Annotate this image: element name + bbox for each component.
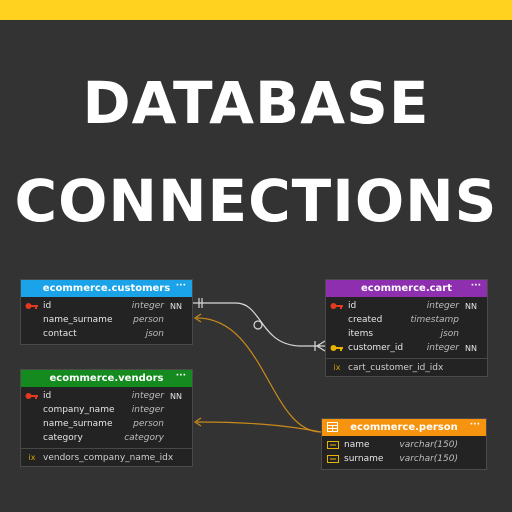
column-row[interactable]: name_surname person: [21, 417, 192, 431]
table-header-vendors[interactable]: ecommerce.vendors ···: [21, 370, 192, 387]
one-marker: [198, 298, 203, 308]
index-row[interactable]: ix cart_customer_id_idx: [326, 359, 487, 376]
column-type: varchar(150): [399, 440, 458, 450]
not-null-flag: NN: [465, 343, 477, 353]
reference-arrow-vendors: [193, 417, 202, 427]
table-cart[interactable]: ecommerce.cart ··· id integer NN created…: [325, 279, 488, 377]
foreign-key-icon: [326, 344, 348, 352]
column-type: integer: [131, 301, 164, 311]
table-person[interactable]: ecommerce.person ··· name varchar(150) s…: [321, 418, 487, 470]
table-title: ecommerce.cart: [360, 283, 453, 294]
column-type: timestamp: [410, 315, 459, 325]
table-customers[interactable]: ecommerce.customers ··· id integer NN na…: [20, 279, 193, 345]
column-name: category: [43, 433, 83, 443]
column-row[interactable]: contact json: [21, 327, 192, 341]
column-row[interactable]: id integer NN: [21, 389, 192, 403]
column-name: id: [348, 301, 357, 311]
column-name: contact: [43, 329, 77, 339]
not-null-flag: NN: [170, 301, 182, 311]
table-title: ecommerce.vendors: [49, 373, 164, 384]
column-name: company_name: [43, 405, 115, 415]
column-row[interactable]: customer_id integer NN: [326, 341, 487, 355]
column-row[interactable]: name varchar(150): [322, 438, 486, 452]
column-type: person: [133, 419, 164, 429]
index-icon: ix: [333, 363, 341, 372]
column-row[interactable]: category category: [21, 431, 192, 445]
column-row[interactable]: surname varchar(150): [322, 452, 486, 466]
column-row[interactable]: id integer NN: [21, 299, 192, 313]
table-header-person[interactable]: ecommerce.person ···: [322, 419, 486, 436]
table-type-icon: [327, 422, 338, 435]
column-type: varchar(150): [399, 454, 458, 464]
column-type: integer: [131, 405, 164, 415]
column-row[interactable]: name_surname person: [21, 313, 192, 327]
column-name: name_surname: [43, 419, 113, 429]
column-type: category: [124, 433, 164, 443]
table-header-cart[interactable]: ecommerce.cart ···: [326, 280, 487, 297]
column-type: json: [145, 329, 164, 339]
column-name: items: [348, 329, 374, 339]
column-row[interactable]: created timestamp: [326, 313, 487, 327]
top-accent-bar: [0, 0, 512, 20]
column-name: id: [43, 391, 52, 401]
index-name: vendors_company_name_idx: [43, 452, 174, 463]
table-title: ecommerce.customers: [42, 283, 171, 294]
column-row[interactable]: items json: [326, 327, 487, 341]
column-name: created: [348, 315, 383, 325]
column-type: integer: [426, 301, 459, 311]
reference-arrow-customers: [193, 313, 202, 323]
index-name: cart_customer_id_idx: [348, 362, 444, 373]
column-name: id: [43, 301, 52, 311]
table-menu-icon[interactable]: ···: [175, 371, 186, 381]
table-menu-icon[interactable]: ···: [469, 420, 480, 430]
column-name: name_surname: [43, 315, 113, 325]
table-header-customers[interactable]: ecommerce.customers ···: [21, 280, 192, 297]
table-vendors[interactable]: ecommerce.vendors ··· id integer NN comp…: [20, 369, 193, 467]
column-name: name: [344, 440, 370, 450]
primary-key-icon: [21, 392, 43, 400]
not-null-flag: NN: [465, 301, 477, 311]
optional-marker: [253, 320, 263, 330]
reference-line-person-customers: [196, 317, 322, 433]
headline-line-2: CONNECTIONS: [14, 167, 498, 235]
table-title: ecommerce.person: [350, 422, 458, 433]
reference-line-person-vendors: [196, 421, 322, 433]
column-type: integer: [426, 343, 459, 353]
column-icon: [322, 455, 344, 463]
column-name: customer_id: [348, 343, 404, 353]
column-name: surname: [344, 454, 384, 464]
column-row[interactable]: id integer NN: [326, 299, 487, 313]
column-icon: [322, 441, 344, 449]
column-type: json: [440, 329, 459, 339]
primary-key-icon: [21, 302, 43, 310]
not-null-flag: NN: [170, 391, 182, 401]
relation-line-customers-cart: [193, 302, 325, 347]
table-menu-icon[interactable]: ···: [175, 281, 186, 291]
primary-key-icon: [326, 302, 348, 310]
column-type: person: [133, 315, 164, 325]
table-menu-icon[interactable]: ···: [470, 281, 481, 291]
index-icon: ix: [28, 453, 36, 462]
many-marker: [314, 340, 326, 352]
column-type: integer: [131, 391, 164, 401]
index-row[interactable]: ix vendors_company_name_idx: [21, 449, 192, 466]
column-row[interactable]: company_name integer: [21, 403, 192, 417]
headline-line-1: DATABASE: [82, 69, 430, 137]
